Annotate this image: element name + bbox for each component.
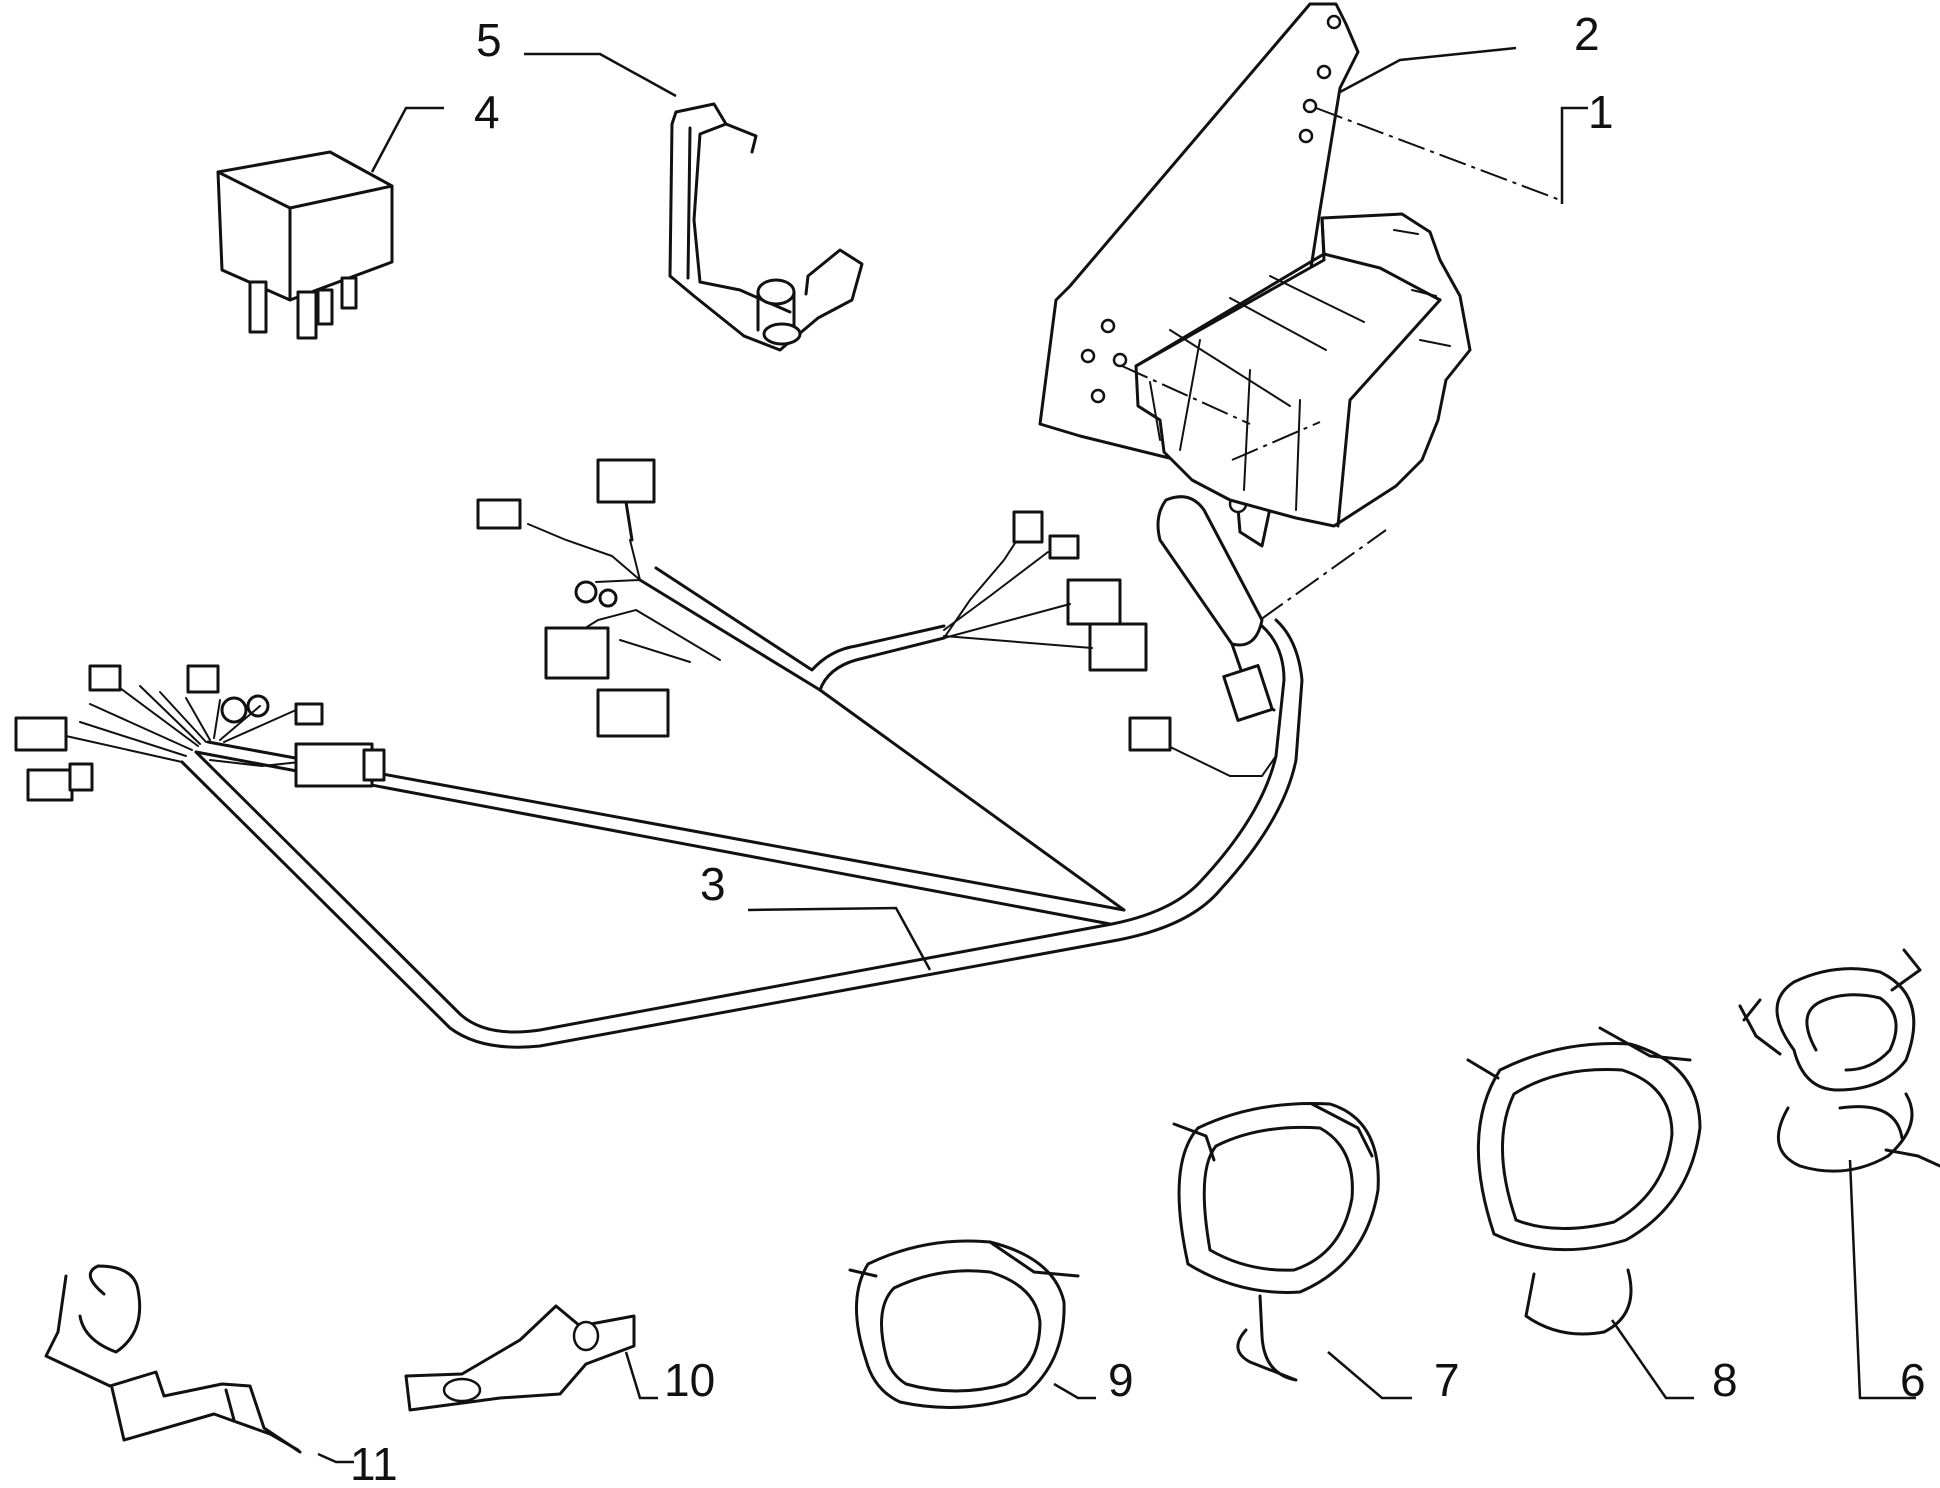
callout-5: 5 <box>476 14 502 66</box>
callout-11: 11 <box>350 1438 398 1488</box>
callout-3: 3 <box>700 858 726 910</box>
callout-labels: 1 2 3 4 5 6 7 8 9 10 11 <box>350 8 1926 1488</box>
callout-2: 2 <box>1574 8 1600 60</box>
callout-6: 6 <box>1900 1354 1926 1406</box>
double-clip-part-6 <box>1738 948 1940 1173</box>
clip-part-9 <box>848 1239 1080 1409</box>
clip-part-7 <box>1172 1102 1380 1382</box>
assembly-lines <box>1121 107 1561 621</box>
control-unit-part-1 <box>1134 212 1472 528</box>
callout-7: 7 <box>1434 1354 1460 1406</box>
callout-9: 9 <box>1108 1354 1134 1406</box>
wiring-harness-part-3 <box>14 458 1304 1049</box>
small-bracket-part-10 <box>404 1304 636 1412</box>
clip-part-8 <box>1466 1026 1702 1336</box>
callout-4: 4 <box>474 86 500 138</box>
callout-10: 10 <box>664 1354 715 1406</box>
clip-bracket-part-11 <box>44 1264 302 1454</box>
callout-1: 1 <box>1588 86 1614 138</box>
relay-part-4 <box>216 150 394 340</box>
callout-8: 8 <box>1712 1354 1738 1406</box>
bracket-part-5 <box>668 102 864 352</box>
leader-lines <box>317 46 1916 1464</box>
